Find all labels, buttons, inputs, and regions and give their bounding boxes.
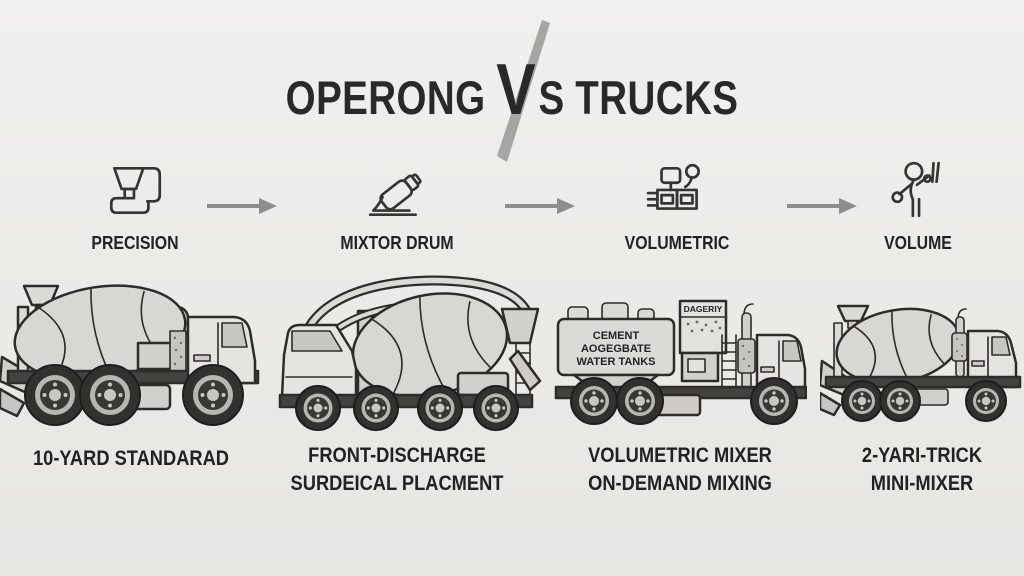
wheel-front <box>750 377 798 425</box>
tank-label-line1: CEMENT <box>593 330 640 342</box>
step-mixer-drum: MIXTOR DRUM <box>307 158 487 254</box>
vs-slash-decoration <box>497 20 550 162</box>
worker-figure-icon <box>891 161 940 218</box>
standard-mixer-truck-illustration <box>0 284 260 426</box>
title-vs: V S <box>496 50 565 130</box>
exhaust-stack <box>737 303 756 390</box>
caption-standard-mixer: 10-YARD STANDARAD <box>0 444 267 472</box>
cab <box>280 323 358 399</box>
mixing-unit <box>680 351 720 383</box>
step-precision: PRECISION <box>45 158 225 254</box>
title-left-word: OPERONG <box>285 71 486 124</box>
wheel-4 <box>473 385 519 431</box>
material-tank: CEMENT AOGEGBATE WATER TANKS <box>556 302 676 395</box>
wheel-3 <box>417 385 463 431</box>
step-label-volume: VOLUME <box>884 233 952 253</box>
wheel-front <box>182 364 244 426</box>
mini-mixer-truck-illustration <box>820 304 1022 422</box>
front-discharge-truck-illustration <box>278 275 542 431</box>
title-right-word: TRUCKS <box>575 71 739 124</box>
exhaust-stack <box>951 308 968 378</box>
title-vs-s: S <box>538 71 565 124</box>
title-vs-v: V <box>496 50 537 130</box>
arrow-icon-1 <box>207 198 277 214</box>
wheel-rear-2 <box>616 377 664 425</box>
step-volumetric: VOLUMETRIC <box>587 158 767 254</box>
caption-line: MINI-MIXER <box>870 471 974 496</box>
wheel-rear-1 <box>570 377 618 425</box>
air-filter <box>169 330 187 372</box>
hopper-dispenser-icon <box>109 166 162 214</box>
access-ladder <box>721 334 737 391</box>
step-label-mixer-drum: MIXTOR DRUM <box>340 233 454 253</box>
caption-line: FRONT-DISCHARGE <box>308 443 486 467</box>
caption-front-discharge: FRONT-DISCHARGE SURDEICAL PLACMENT <box>261 441 533 498</box>
loading-hopper <box>836 304 870 329</box>
caption-mini-mixer: 2-YARI-TRICK MINI-MIXER <box>786 441 1024 498</box>
caption-line: ON-DEMAND MIXING <box>588 471 772 496</box>
arrow-icon-2 <box>505 198 575 214</box>
step-volume: VOLUME <box>828 158 1008 254</box>
wheel-rear-1 <box>841 380 883 422</box>
chassis <box>278 393 534 409</box>
tank-label-line3: WATER TANKS <box>576 356 655 368</box>
mixer-drum-icon <box>368 173 422 217</box>
chassis <box>824 375 1022 389</box>
volumetric-truck-illustration: CEMENT AOGEGBATE WATER TANKS DAGERIY <box>554 299 807 425</box>
caption-line: VOLUMETRIC MIXER <box>588 443 772 467</box>
wheel-front <box>965 380 1007 422</box>
page-title: OPERONG V S TRUCKS <box>92 50 932 130</box>
step-label-volumetric: VOLUMETRIC <box>624 233 730 253</box>
caption-line: 2-YARI-TRICK <box>861 443 983 467</box>
tank-label-line2: AOGEGBATE <box>581 343 651 355</box>
volumetric-unit-icon <box>646 163 700 210</box>
caption-line: SURDEICAL PLACMENT <box>290 471 504 496</box>
bin-label: DAGERIY <box>684 304 723 314</box>
wheel-2 <box>353 385 399 431</box>
wheel-rear-1 <box>24 364 86 426</box>
wheel-rear-2 <box>879 380 921 422</box>
wheel-1 <box>295 385 341 431</box>
step-label-precision: PRECISION <box>91 233 179 253</box>
caption-line: 10-YARD STANDARAD <box>33 446 229 470</box>
rear-hopper-ladder <box>500 307 542 396</box>
wheel-rear-2 <box>79 364 141 426</box>
aggregate-bin: DAGERIY <box>678 299 728 355</box>
arrow-icon-3 <box>787 198 857 214</box>
caption-volumetric-mixer: VOLUMETRIC MIXER ON-DEMAND MIXING <box>544 441 816 498</box>
cab <box>966 329 1018 389</box>
